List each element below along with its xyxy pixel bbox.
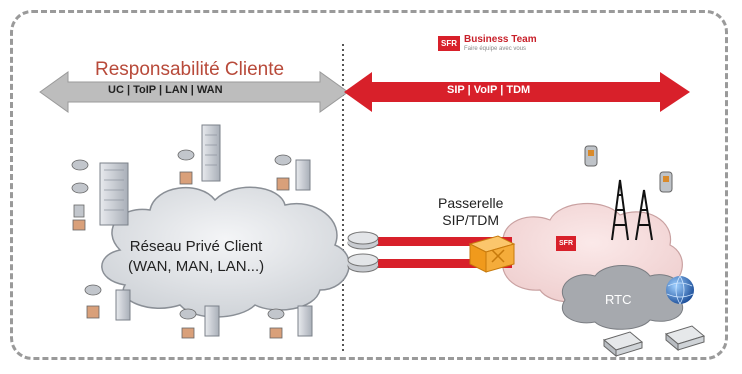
office-building-icon <box>115 289 131 321</box>
operator-cloud-logo: SFR <box>556 236 576 251</box>
trunk-link-bottom <box>372 259 512 268</box>
private-network-types: (WAN, MAN, LAN...) <box>128 258 265 275</box>
workstation-icon <box>274 154 292 191</box>
trunk-link-top <box>372 237 512 246</box>
desk-phone-icon <box>602 331 644 358</box>
brand-tagline: Faire équipe avec vous <box>464 46 527 52</box>
gateway-label-line1: Passerelle <box>438 195 504 211</box>
client-scope-label: UC | ToIP | LAN | WAN <box>108 84 223 96</box>
office-building-icon <box>297 305 313 337</box>
office-tower-icon <box>201 124 221 182</box>
desk-phone-icon <box>664 325 706 352</box>
brand-name: Business Team <box>464 34 537 45</box>
gateway-label: Passerelle SIP/TDM <box>438 195 503 229</box>
edge-router-top <box>347 231 379 250</box>
internet-globe <box>666 276 694 304</box>
office-building-icon <box>295 159 311 191</box>
operator-scope-label: SIP | VoIP | TDM <box>447 84 531 96</box>
sfr-logo-mark: SFR <box>438 36 460 51</box>
private-network-name: Réseau Privé Client <box>129 238 263 255</box>
office-building-icon <box>204 305 220 337</box>
dashed-frame <box>10 10 728 360</box>
radio-mast-right <box>635 189 653 241</box>
workstation-icon <box>267 308 285 339</box>
mobile-phone-icon <box>584 145 598 167</box>
office-tower-icon <box>99 162 129 226</box>
gateway-label-line2: SIP/TDM <box>442 212 500 228</box>
workstation-icon <box>179 308 197 339</box>
edge-router-bottom <box>347 253 379 273</box>
workstation-icon <box>177 149 195 185</box>
gateway-device <box>468 235 516 273</box>
workstation-icon <box>71 159 89 231</box>
client-responsibility-title: Responsabilité Cliente <box>95 59 285 80</box>
private-network-label: Réseau Privé Client (WAN, MAN, LAN...) <box>128 237 264 277</box>
pstn-label: RTC <box>605 292 632 307</box>
radio-mast-left <box>611 179 629 241</box>
sfr-business-team-logo: SFR Business Team Faire équipe avec vous <box>438 34 537 53</box>
workstation-icon <box>84 284 102 319</box>
operator-scope-arrow <box>344 72 690 112</box>
mobile-phone-icon <box>659 171 673 193</box>
